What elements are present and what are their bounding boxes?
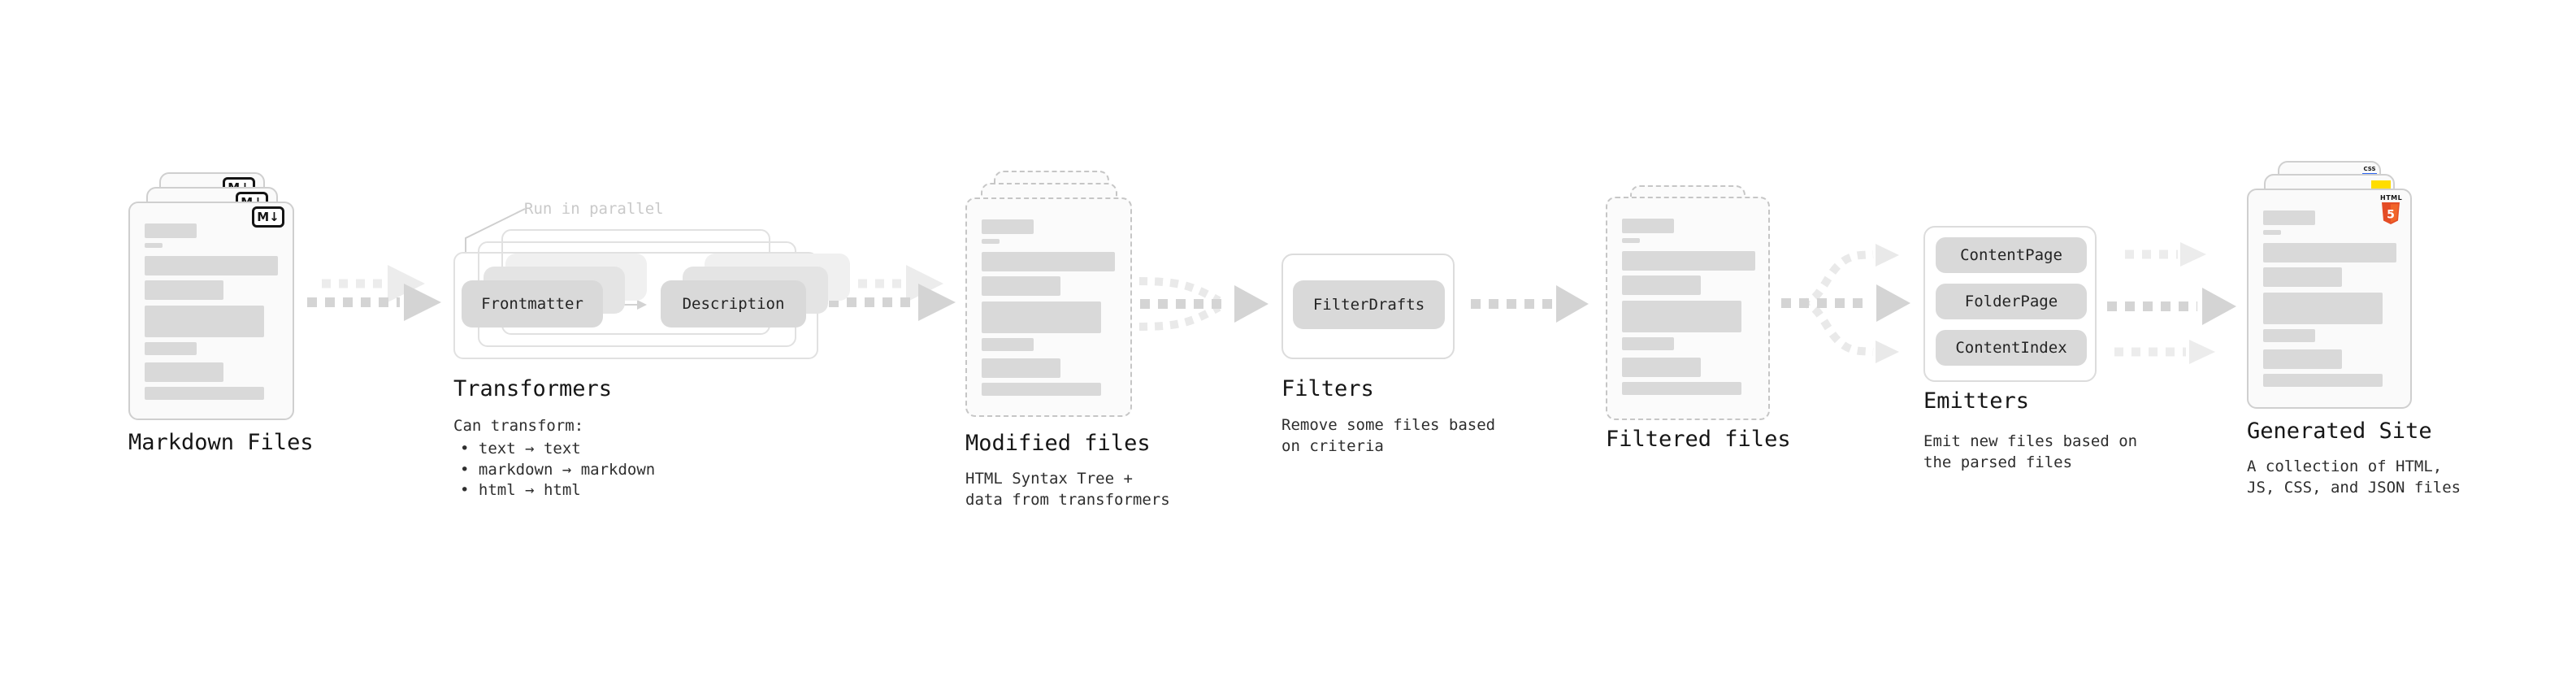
subtitle-line: Emit new files based on xyxy=(1923,432,2138,450)
modified-file-card-front xyxy=(965,197,1132,417)
text-line-placeholder xyxy=(982,301,1101,333)
text-line-placeholder xyxy=(145,243,163,248)
html5-shield: 5 xyxy=(2382,202,2400,224)
markdown-files-label: Markdown Files xyxy=(128,430,314,455)
bullet-item: • text → text xyxy=(460,440,581,458)
text-line-placeholder xyxy=(2263,329,2315,342)
site-file-card-html: HTML 5 xyxy=(2247,189,2412,409)
frontmatter-transformer-node: Frontmatter xyxy=(462,280,603,327)
text-line-placeholder xyxy=(982,338,1034,351)
text-line-placeholder xyxy=(1622,301,1741,332)
modified-files-label: Modified files xyxy=(965,431,1151,456)
text-line-placeholder xyxy=(2263,293,2383,324)
contentindex-emitter-node: ContentIndex xyxy=(1936,330,2087,366)
arrow-modified-to-filters xyxy=(1138,277,1268,331)
split-curve-bottom xyxy=(1800,299,1874,356)
text-line-placeholder xyxy=(2263,210,2315,225)
text-line-placeholder xyxy=(2263,243,2396,262)
filterdrafts-filter-node: FilterDrafts xyxy=(1293,280,1445,329)
arrow-markdown-to-transformers xyxy=(307,265,441,321)
bullet-item: • html → html xyxy=(460,481,581,499)
run-in-parallel-leader-line xyxy=(465,208,526,253)
html5-icon-label: HTML xyxy=(2380,194,2403,202)
generated-site-label: Generated Site xyxy=(2247,419,2432,444)
text-line-placeholder xyxy=(982,219,1034,234)
subtitle-line: JS, CSS, and JSON files xyxy=(2247,478,2461,497)
text-line-placeholder xyxy=(982,252,1115,271)
transformers-subtitle: Can transform: xyxy=(453,417,584,435)
filtered-file-card-front xyxy=(1606,197,1770,420)
subtitle-line: Remove some files based xyxy=(1281,416,1496,434)
markdown-icon: M↓ xyxy=(252,206,284,228)
arrow-transformers-to-modified xyxy=(829,265,956,321)
text-line-placeholder xyxy=(1622,238,1640,243)
text-line-placeholder xyxy=(145,342,197,355)
generated-site-subtitle: A collection of HTML, JS, CSS, and JSON … xyxy=(2247,457,2461,498)
html5-icon: HTML 5 xyxy=(2380,194,2403,228)
text-line-placeholder xyxy=(1622,251,1755,271)
filters-label: Filters xyxy=(1281,376,1374,401)
subtitle-line: HTML Syntax Tree + xyxy=(965,470,1133,488)
run-in-parallel-note: Run in parallel xyxy=(524,200,664,218)
text-line-placeholder xyxy=(1622,219,1674,233)
emitters-label: Emitters xyxy=(1923,388,2030,414)
filtered-files-label: Filtered files xyxy=(1606,427,1791,452)
text-line-placeholder xyxy=(145,362,223,382)
svg-text:5: 5 xyxy=(2387,209,2395,222)
markdown-file-card-front: M↓ xyxy=(128,202,294,420)
merge-curve-top xyxy=(1138,277,1221,305)
contentpage-emitter-node: ContentPage xyxy=(1936,237,2087,273)
arrow-filters-to-filtered xyxy=(1471,285,1589,323)
text-line-placeholder xyxy=(145,223,197,238)
split-curve-top xyxy=(1800,250,1874,307)
transformers-label: Transformers xyxy=(453,376,613,401)
text-line-placeholder xyxy=(1622,358,1701,377)
merge-curve-bottom xyxy=(1138,303,1221,331)
text-line-placeholder xyxy=(1622,337,1674,350)
description-transformer-node: Description xyxy=(661,280,806,327)
filters-subtitle: Remove some files based on criteria xyxy=(1281,415,1495,457)
folderpage-emitter-node: FolderPage xyxy=(1936,284,2087,319)
subtitle-line: data from transformers xyxy=(965,490,1170,509)
emitters-subtitle: Emit new files based on the parsed files xyxy=(1923,432,2137,473)
text-line-placeholder xyxy=(982,276,1060,296)
subtitle-line: A collection of HTML, xyxy=(2247,458,2443,475)
text-line-placeholder xyxy=(982,383,1101,396)
js-icon xyxy=(2371,180,2391,190)
arrows-emitters-to-site xyxy=(2107,242,2236,364)
text-line-placeholder xyxy=(2263,267,2342,287)
arrow-filtered-to-emitters xyxy=(1781,244,1910,363)
text-line-placeholder xyxy=(145,280,223,300)
text-line-placeholder xyxy=(2263,374,2383,387)
subtitle-line: the parsed files xyxy=(1923,453,2073,471)
transformers-bullet-list: • text → text • markdown → markdown • ht… xyxy=(460,439,655,501)
text-line-placeholder xyxy=(145,256,278,275)
text-line-placeholder xyxy=(2263,349,2342,369)
bullet-item: • markdown → markdown xyxy=(460,460,656,479)
text-line-placeholder xyxy=(2263,230,2281,235)
css-icon-label: CSS xyxy=(2363,166,2376,172)
text-line-placeholder xyxy=(1622,382,1741,395)
text-line-placeholder xyxy=(1622,275,1701,295)
text-line-placeholder xyxy=(145,387,264,400)
modified-files-subtitle: HTML Syntax Tree + data from transformer… xyxy=(965,469,1170,510)
text-line-placeholder xyxy=(982,358,1060,378)
subtitle-line: on criteria xyxy=(1281,436,1384,455)
text-line-placeholder xyxy=(145,306,264,337)
text-line-placeholder xyxy=(982,239,1000,244)
